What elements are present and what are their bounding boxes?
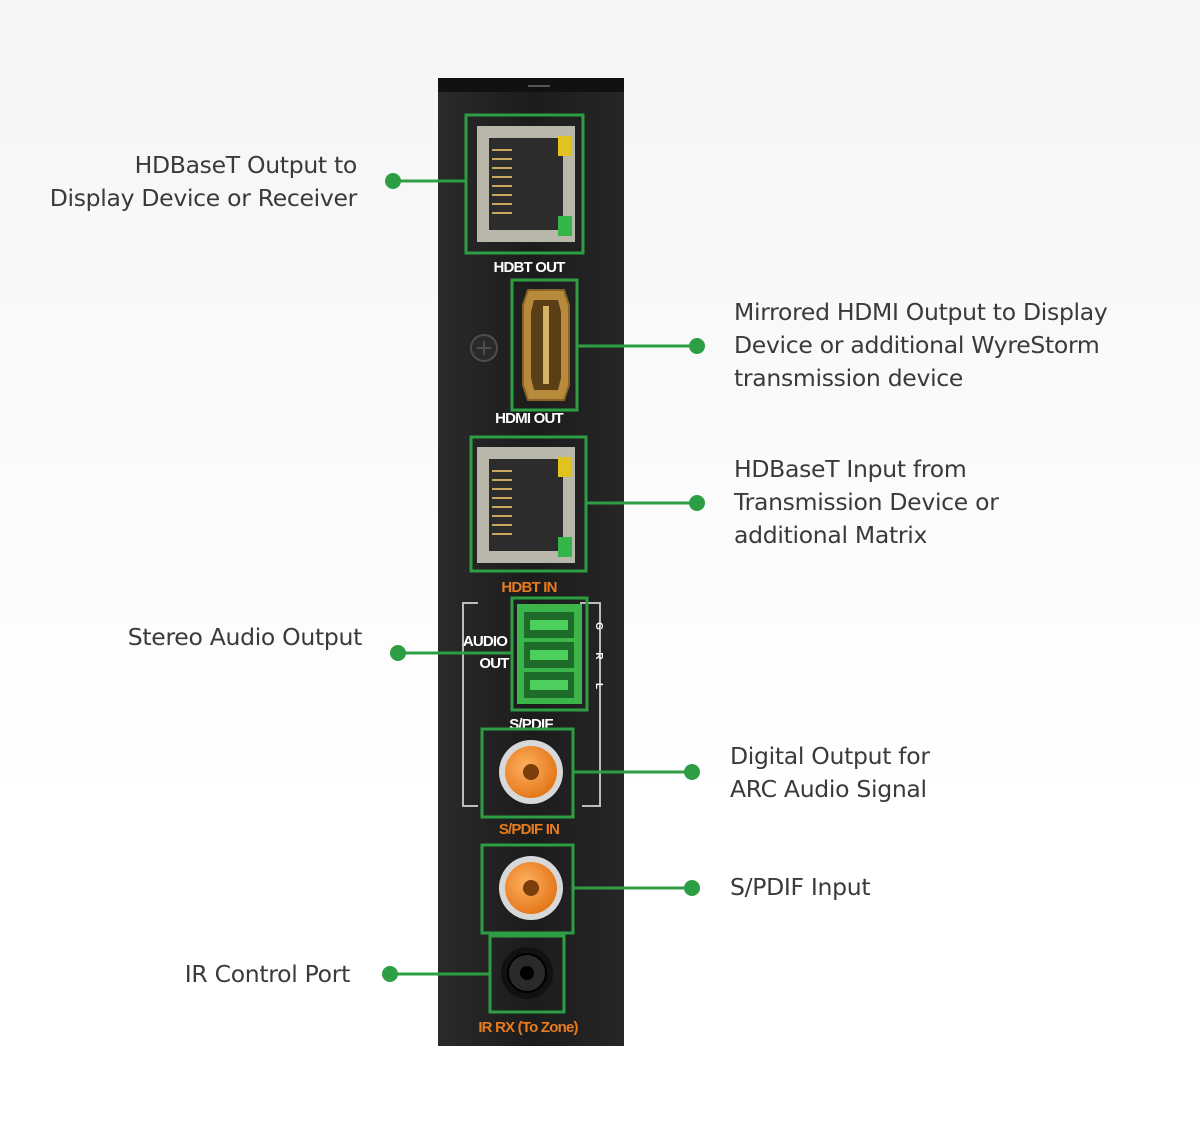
channel-l-label: L	[593, 683, 604, 689]
callout-line: HDBaseT Output to	[134, 151, 358, 179]
hdmi-out-port	[510, 278, 579, 412]
callout-hdbt-in: HDBaseT Input from Transmission Device o…	[734, 453, 999, 552]
callout-line: transmission device	[734, 364, 964, 392]
audio-group-bracket	[462, 602, 601, 807]
audio-label: AUDIO	[463, 633, 508, 650]
leader-dot	[382, 966, 398, 982]
hdbt-out-port	[464, 113, 585, 255]
channel-g-label: G	[593, 622, 604, 630]
callout-line: Transmission Device or	[734, 488, 999, 516]
callout-line: Display Device or Receiver	[49, 184, 358, 212]
status-led-green	[558, 537, 572, 557]
callout-audio-out: Stereo Audio Output	[127, 621, 363, 654]
ir-control-jack	[488, 934, 566, 1014]
callout-line: additional Matrix	[734, 521, 928, 549]
callout-line: S/PDIF Input	[730, 873, 871, 901]
leader-dot	[689, 338, 705, 354]
leader-dot	[684, 880, 700, 896]
callout-ir-port: IR Control Port	[184, 958, 351, 991]
hdbt-in-label: HDBT IN	[501, 579, 556, 596]
screw-icon	[470, 334, 498, 362]
callout-line: Device or additional WyreStorm	[734, 331, 1100, 359]
hdmi-out-label: HDMI OUT	[495, 410, 563, 427]
highlight-frame	[464, 113, 585, 255]
callout-spdif-in: S/PDIF Input	[730, 871, 871, 904]
hdbt-in-port	[469, 435, 588, 573]
callout-line: Digital Output for	[730, 742, 930, 770]
callout-line: IR Control Port	[184, 960, 351, 988]
callout-hdmi-out: Mirrored HDMI Output to Display Device o…	[734, 296, 1108, 395]
leader-dot	[385, 173, 401, 189]
leader-dot	[684, 764, 700, 780]
callout-line: ARC Audio Signal	[730, 775, 927, 803]
callout-line: Stereo Audio Output	[127, 623, 363, 651]
spdif-digital-out-rca	[480, 727, 575, 819]
out-label: OUT	[479, 655, 509, 672]
leader-dot	[390, 645, 406, 661]
audio-terminal-block	[510, 596, 589, 712]
hdbt-out-label: HDBT OUT	[493, 259, 565, 276]
ir-rx-label: IR RX (To Zone)	[478, 1019, 578, 1036]
callout-hdbt-out: HDBaseT Output to Display Device or Rece…	[49, 149, 358, 215]
callout-line: HDBaseT Input from	[734, 455, 967, 483]
leader-dot	[689, 495, 705, 511]
callout-digital-out: Digital Output for ARC Audio Signal	[730, 740, 930, 806]
spdif-in-label: S/PDIF IN	[499, 821, 559, 838]
status-led-yellow	[558, 457, 572, 477]
status-led-yellow	[558, 136, 572, 156]
status-led-green	[558, 216, 572, 236]
channel-r-label: R	[593, 652, 604, 660]
callout-line: Mirrored HDMI Output to Display	[734, 298, 1108, 326]
